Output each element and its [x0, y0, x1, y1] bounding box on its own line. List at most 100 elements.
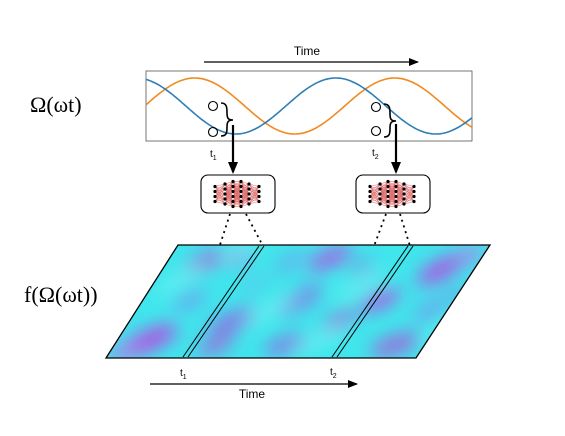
network-edge	[214, 201, 226, 205]
field-blob	[417, 254, 463, 286]
network-edge	[214, 183, 226, 202]
t2-top-label: t2	[372, 148, 379, 161]
network-node	[239, 184, 243, 189]
network-node	[239, 189, 243, 194]
network-edge	[379, 186, 389, 205]
network-node	[231, 189, 235, 194]
network-edge	[248, 186, 260, 195]
network-edge	[214, 183, 226, 197]
network-edge	[224, 181, 234, 195]
network-edge	[232, 191, 242, 207]
network-node	[239, 199, 243, 204]
network-edge	[369, 201, 381, 205]
network-node	[257, 199, 261, 204]
t2-brace-icon	[383, 103, 397, 138]
t1-brace-icon	[220, 102, 234, 137]
network-edge	[232, 181, 242, 192]
network-edge	[379, 181, 389, 190]
field-plot	[104, 244, 492, 359]
t2-sample-point-lower	[370, 125, 382, 137]
network-edge	[214, 183, 226, 192]
network-node	[402, 192, 406, 196]
top-time-axis: Time	[204, 44, 419, 66]
network-node	[223, 202, 227, 206]
network-edge	[224, 181, 234, 190]
network-edge	[248, 201, 260, 205]
network-node	[378, 187, 382, 191]
network-edge	[214, 198, 226, 202]
network-edge	[369, 198, 381, 202]
f-omega-label: f(Ω(ωt))	[24, 282, 98, 307]
network-node	[386, 204, 390, 209]
network-node	[257, 184, 261, 189]
network-node	[368, 194, 372, 199]
t1-projection-left	[183, 213, 231, 357]
network-node	[257, 189, 261, 194]
network-edge	[248, 186, 260, 200]
network-node	[239, 179, 243, 184]
network-edge	[395, 193, 405, 207]
network-node	[231, 199, 235, 204]
network-edge	[403, 186, 415, 205]
network-edge	[379, 181, 389, 205]
field-blob	[229, 250, 251, 266]
network-edge	[232, 181, 242, 197]
network-edge	[395, 188, 405, 207]
network-node	[402, 202, 406, 206]
network-node	[213, 199, 217, 204]
network-node	[412, 184, 416, 189]
t1-sample-point-lower	[207, 126, 219, 138]
network-edge	[240, 193, 250, 207]
network-node	[394, 179, 398, 184]
network-edge	[387, 191, 397, 207]
t1-bottom-label: t1	[180, 368, 187, 381]
network-edge	[403, 201, 415, 205]
network-edge	[248, 183, 260, 187]
network-node	[223, 182, 227, 186]
t2-projection-right	[399, 213, 411, 247]
field-blob	[174, 289, 206, 311]
network-node	[213, 194, 217, 199]
network-node	[412, 189, 416, 194]
field-blob	[359, 288, 401, 312]
wave-plot: t1 t2	[145, 70, 473, 162]
network-node	[378, 182, 382, 186]
network-edge	[240, 183, 250, 207]
network-edge	[369, 188, 381, 202]
network-edge	[403, 186, 415, 195]
network-edge	[403, 196, 415, 205]
network-node	[386, 179, 390, 184]
field-streak	[219, 245, 261, 263]
network-node	[223, 187, 227, 191]
network-node	[231, 184, 235, 189]
field-blob	[370, 332, 420, 358]
network-edge	[224, 181, 234, 205]
t1-slice-marker	[182, 245, 265, 358]
network-node	[231, 204, 235, 209]
field-blob	[274, 251, 306, 273]
field-blob	[208, 308, 256, 336]
network-node	[247, 202, 251, 206]
network-edge	[369, 183, 381, 192]
top-time-label: Time	[294, 44, 321, 58]
network-node	[402, 182, 406, 186]
network-edge	[395, 183, 405, 192]
network-edge	[240, 183, 250, 197]
blue-wave-line	[146, 77, 472, 135]
network-node	[247, 197, 251, 201]
network-edge	[387, 181, 397, 192]
network-edge	[403, 183, 415, 187]
network-node	[231, 194, 235, 199]
network-node	[223, 192, 227, 196]
orange-wave-line	[146, 77, 472, 135]
field-blob	[196, 336, 234, 356]
network-node	[378, 192, 382, 196]
network-edge	[232, 186, 242, 207]
network-edge	[369, 193, 381, 202]
network-edge	[224, 191, 234, 205]
field-blob	[349, 259, 375, 277]
network-node	[378, 202, 382, 206]
network-edge	[248, 186, 260, 190]
network-node	[213, 184, 217, 189]
